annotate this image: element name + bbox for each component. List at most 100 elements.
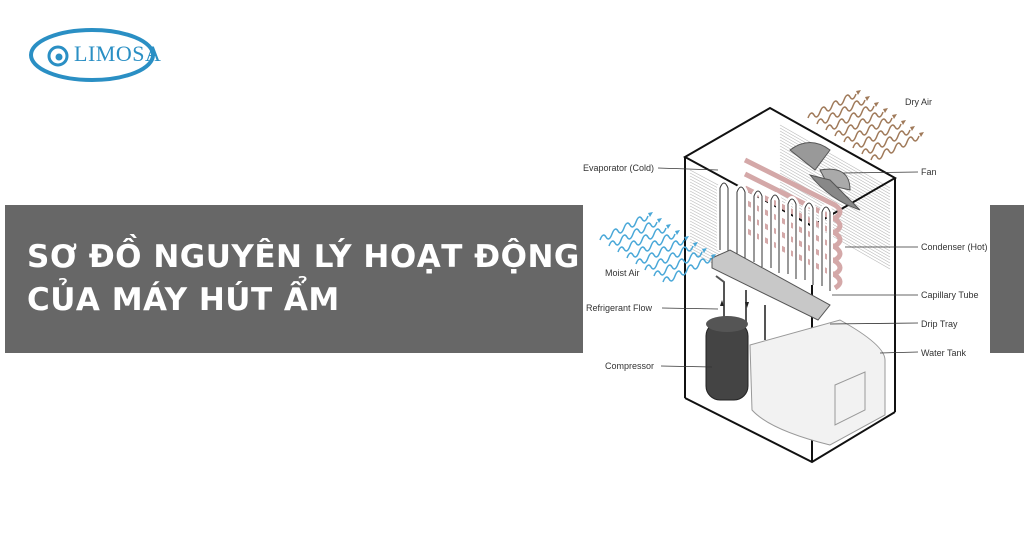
- grill-line: [689, 214, 721, 232]
- dry-air-arrow-head: [901, 120, 906, 125]
- fan-icon: [789, 142, 861, 211]
- condenser-tube: [743, 157, 843, 221]
- moist-air-arrow: [653, 251, 703, 277]
- grill-line: [689, 187, 721, 205]
- moist-air-arrow-head: [648, 212, 653, 217]
- moist-air-arrow: [644, 245, 694, 271]
- grill-line: [689, 178, 721, 196]
- logo-text: LIMOSA: [74, 41, 162, 66]
- title-line-2: CỦA MÁY HÚT ẨM: [27, 282, 340, 318]
- evaporator-tube-outline: [736, 186, 746, 261]
- grill-line: [689, 190, 721, 208]
- evaporator-tube: [717, 180, 731, 255]
- dry-air-arrow-head: [874, 102, 879, 107]
- evaporator-tube-outline: [787, 198, 797, 279]
- water-tank: [749, 319, 886, 446]
- grill-line: [779, 133, 891, 198]
- evaporator-tube-outline: [770, 194, 780, 273]
- dry-air-arrow: [870, 135, 920, 161]
- dry-air-arrow: [843, 117, 893, 143]
- refrigerant-pipes: [715, 275, 766, 340]
- grill-line: [689, 238, 721, 256]
- grill-line: [689, 199, 721, 217]
- label-evaporator: Evaporator (Cold): [583, 163, 654, 173]
- grill-line: [689, 223, 721, 241]
- label-drip-tray: Drip Tray: [921, 319, 958, 329]
- label-capillary-tube: Capillary Tube: [921, 290, 979, 300]
- grill-line: [689, 208, 721, 226]
- dry-air-arrow-head: [892, 114, 897, 119]
- dry-air-arrow-head: [865, 96, 870, 101]
- moist-air-arrow-head: [693, 242, 698, 247]
- moist-air-arrow-head: [684, 236, 689, 241]
- moist-air-arrow-head: [657, 218, 662, 223]
- evaporator-tube: [802, 200, 816, 285]
- arrow-up-icon: [720, 300, 724, 306]
- grill-line: [779, 127, 891, 192]
- label-water-tank: Water Tank: [921, 348, 967, 358]
- label-fan: Fan: [921, 167, 937, 177]
- condenser-tube: [743, 213, 843, 277]
- grill-line: [689, 202, 721, 220]
- moist-air-arrow: [635, 239, 685, 265]
- grill-line: [779, 124, 891, 189]
- condenser-coil: [743, 157, 843, 291]
- dry-air-arrow: [861, 129, 911, 155]
- grill-line: [689, 229, 721, 247]
- arrow-down-icon: [745, 302, 749, 308]
- evaporator-tube-outline: [719, 182, 729, 255]
- condenser-tube: [743, 227, 843, 291]
- grill-line: [779, 130, 891, 195]
- condenser-tube: [743, 185, 843, 249]
- drip-tray: [711, 249, 831, 321]
- dry-air-arrow: [834, 111, 884, 137]
- moist-air-arrow-head: [666, 224, 671, 229]
- moist-air-arrow: [662, 257, 712, 283]
- label-moist-air: Moist Air: [605, 268, 640, 278]
- dry-air-arrow-head: [883, 108, 888, 113]
- page-title: SƠ ĐỒ NGUYÊN LÝ HOẠT ĐỘNG CỦA MÁY HÚT ẨM: [27, 236, 580, 322]
- dry-air-arrow-head: [856, 90, 861, 95]
- moist-air-arrows: [599, 212, 716, 283]
- evaporator-tube: [819, 204, 833, 291]
- logo-ellipse-icon: [29, 28, 155, 82]
- dry-air-arrow: [816, 99, 866, 125]
- dry-air-arrow-head: [919, 132, 924, 137]
- label-compressor: Compressor: [605, 361, 654, 371]
- evaporator-tube: [734, 184, 748, 261]
- moist-air-arrow: [599, 215, 649, 241]
- grill-line: [689, 196, 721, 214]
- evaporator-coil: [717, 180, 833, 291]
- grill-line: [779, 169, 891, 234]
- dry-air-arrow: [852, 123, 902, 149]
- moist-air-arrow-head: [711, 254, 716, 259]
- grill-line: [689, 193, 721, 211]
- title-banner: [5, 205, 583, 353]
- grill-line: [689, 184, 721, 202]
- grill-line: [689, 226, 721, 244]
- title-line-1: SƠ ĐỒ NGUYÊN LÝ HOẠT ĐỘNG: [27, 239, 580, 275]
- condenser-tube: [743, 171, 843, 235]
- grill-line: [689, 211, 721, 229]
- evaporator-tube: [751, 188, 765, 267]
- grill-line: [689, 172, 721, 190]
- evaporator-tube-outline: [821, 206, 831, 291]
- grill-line: [689, 181, 721, 199]
- grill-line: [689, 235, 721, 253]
- label-condenser: Condenser (Hot): [921, 242, 988, 252]
- moist-air-arrow-head: [702, 248, 707, 253]
- evaporator-tube-outline: [804, 202, 814, 285]
- evaporator-tube-outline: [753, 190, 763, 267]
- moist-air-arrow: [626, 233, 676, 259]
- condenser-tube: [743, 199, 843, 263]
- limosa-logo[interactable]: LIMOSA: [28, 27, 161, 83]
- grill-line: [689, 169, 721, 187]
- grill-line: [689, 205, 721, 223]
- moist-air-arrow-head: [675, 230, 680, 235]
- grill-line: [779, 178, 891, 243]
- dry-air-arrow: [807, 93, 857, 119]
- grill-line: [689, 220, 721, 238]
- moist-air-arrow: [608, 221, 658, 247]
- dry-air-arrow-head: [910, 126, 915, 131]
